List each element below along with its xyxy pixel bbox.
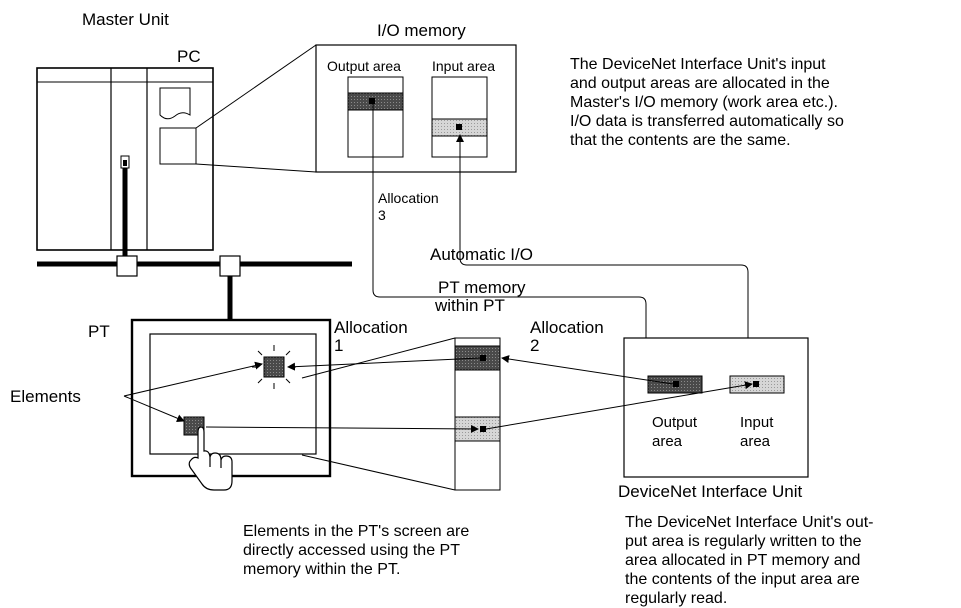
dni-output-label-1: Output — [652, 414, 698, 431]
io-output-area-block — [347, 92, 404, 111]
dni-output-to-pt-memory-arrow — [501, 355, 674, 385]
io-memory-box — [315, 44, 517, 173]
dni-output-label-2: area — [652, 433, 683, 450]
io-memory-title: I/O memory — [377, 21, 466, 40]
pt-memory-label-2: within PT — [434, 296, 505, 315]
elements-pointer-1 — [123, 361, 263, 397]
dni-input-label-1: Input — [740, 414, 774, 431]
zoom-lines-pc — [195, 44, 317, 173]
automatic-io-label: Automatic I/O — [430, 245, 533, 264]
allocation-2-number: 2 — [530, 336, 539, 355]
master-unit-label: Master Unit — [82, 10, 169, 29]
elements-label: Elements — [10, 387, 81, 406]
allocation-1-number: 1 — [334, 336, 343, 355]
automatic-io-output-line — [372, 104, 650, 378]
note-bottom-right: The DeviceNet Interface Unit's out- put … — [625, 514, 874, 607]
devicenet-interface-unit-label: DeviceNet Interface Unit — [618, 482, 803, 501]
pt-memory-label-1: PT memory — [438, 278, 526, 297]
allocation-1-label: Allocation — [334, 318, 408, 337]
element-to-pt-memory-arrow — [205, 424, 479, 433]
allocation-2-label: Allocation — [530, 318, 604, 337]
hand-icon — [188, 426, 233, 491]
io-input-area-label: Input area — [432, 58, 495, 74]
note-bottom-middle: Elements in the PT's screen are directly… — [243, 523, 470, 578]
allocation-3-label: Allocation — [378, 190, 439, 206]
pt-memory-to-dni-input-arrow — [485, 381, 753, 430]
elements-pointer-2 — [123, 395, 185, 422]
devicenet-interface-unit-box — [623, 337, 809, 478]
zoom-line-pt-bottom — [301, 454, 456, 491]
pt-memory-block — [454, 337, 501, 491]
note-top-right: The DeviceNet Interface Unit's input and… — [570, 56, 844, 149]
io-output-area-label: Output area — [327, 58, 401, 74]
zoom-line-pt-top — [301, 337, 456, 379]
devicenet-cable — [37, 168, 352, 320]
pt-label: PT — [88, 322, 110, 341]
allocation-3-number: 3 — [378, 207, 386, 223]
pc-label: PC — [177, 47, 201, 66]
dni-input-label-2: area — [740, 433, 771, 450]
pt-memory-to-element-arrow — [287, 357, 481, 371]
pt-element-output — [263, 356, 285, 378]
pt-terminal — [130, 318, 332, 478]
automatic-io-input-line — [456, 134, 749, 378]
flash-rays — [252, 345, 296, 389]
